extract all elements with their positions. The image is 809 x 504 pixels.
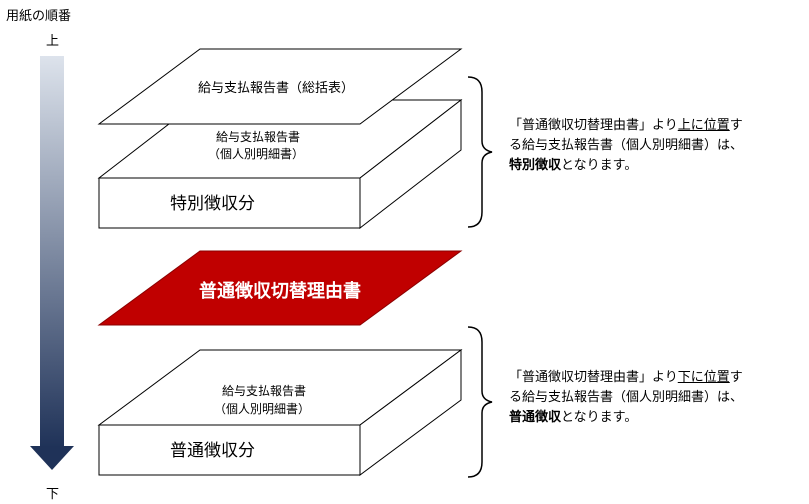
special-box-front-face (98, 177, 361, 229)
top-brace (467, 76, 493, 228)
summary-sheet-label: 給与支払報告書（総括表） (198, 81, 354, 96)
top-note-emphasis: 上に位置 (677, 118, 730, 133)
bottom-note-line2: る給与支払報告書（個人別明細書）は、 (509, 390, 744, 405)
switch-reason-sheet-label: 普通徴収切替理由書 (199, 280, 361, 302)
top-note-line2: る給与支払報告書（個人別明細書）は、 (509, 138, 744, 153)
bottom-note-line1: 「普通徴収切替理由書」より下に位置す (509, 370, 743, 385)
top-note-bold: 特別徴収 (509, 158, 562, 173)
bottom-note: 「普通徴収切替理由書」より下に位置す る給与支払報告書（個人別明細書）は、 普通… (509, 368, 799, 428)
special-individual-line2: （個人別明細書） (208, 147, 304, 161)
bottom-label: 下 (46, 487, 59, 502)
ordinary-group-label: 普通徴収分 (170, 441, 255, 461)
switch-reason-sheet-shape (97, 250, 463, 326)
bottom-note-line3: 普通徴収となります。 (509, 410, 638, 425)
top-note: 「普通徴収切替理由書」より上に位置す る給与支払報告書（個人別明細書）は、 特別… (509, 116, 799, 176)
bottom-brace (467, 326, 493, 478)
summary-sheet: 給与支払報告書（総括表） (97, 48, 463, 125)
switch-reason-sheet: 普通徴収切替理由書 (97, 250, 463, 326)
order-title: 用紙の順番 (6, 9, 71, 24)
top-label: 上 (46, 34, 59, 49)
special-individual-line1: 給与支払報告書 (216, 130, 300, 144)
special-group-label: 特別徴収分 (170, 194, 255, 214)
ordinary-individual-line1: 給与支払報告書 (222, 384, 306, 398)
top-note-line1: 「普通徴収切替理由書」より上に位置す (509, 118, 743, 133)
bottom-note-emphasis: 下に位置 (677, 370, 730, 385)
order-arrow-shaft (40, 56, 64, 448)
order-arrow-head (30, 446, 74, 470)
ordinary-individual-line2: （個人別明細書） (214, 402, 310, 416)
ordinary-box-front-face (98, 424, 361, 476)
order-arrow (30, 56, 74, 470)
ordinary-collection-box: 給与支払報告書 （個人別明細書） 普通徴収分 (97, 349, 463, 476)
bottom-note-bold: 普通徴収 (509, 410, 562, 425)
special-collection-box: 給与支払報告書 （個人別明細書） 特別徴収分 (97, 98, 463, 230)
top-note-line3: 特別徴収となります。 (509, 158, 638, 173)
summary-sheet-shape (97, 48, 463, 125)
